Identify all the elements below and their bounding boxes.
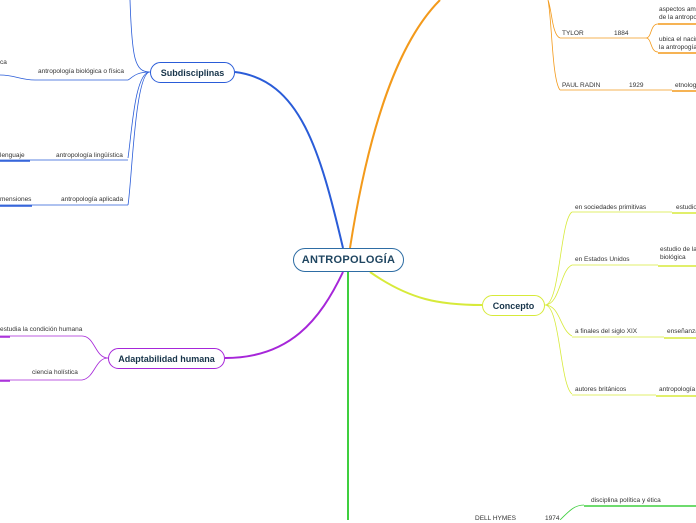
connector-sub-leaves xyxy=(0,74,57,206)
sub-item-linguistica[interactable]: antropología lingüística xyxy=(56,152,123,159)
concepto-item-eeuu[interactable]: en Estados Unidos xyxy=(575,256,630,263)
sub-item-aplicada[interactable]: antropología aplicada xyxy=(61,196,124,203)
connector-tylor-notes xyxy=(645,23,659,53)
adapt-item-holistica[interactable]: ciencia holística xyxy=(32,369,78,376)
historia-note-3[interactable]: etnolog xyxy=(675,82,696,89)
concepto-leaf-4[interactable]: antropología xyxy=(659,386,696,393)
subdisciplinas-label: Subdisciplinas xyxy=(160,67,225,78)
historia-note-1[interactable]: aspectos am de la antropo xyxy=(659,6,696,21)
central-node[interactable]: ANTROPOLOGÍA xyxy=(293,248,404,272)
concepto-node[interactable]: Concepto xyxy=(482,295,545,316)
concepto-leaf-1[interactable]: estudio xyxy=(676,204,696,211)
historia-author-radin[interactable]: PAUL RADIN xyxy=(562,82,601,89)
adapt-item-condicion[interactable]: estudia la condición humana xyxy=(0,326,83,333)
concepto-item-sigloxix[interactable]: a finales del siglo XIX xyxy=(575,328,638,335)
connector-historia-items xyxy=(547,0,561,91)
historia-year-tylor: 1884 xyxy=(614,30,629,37)
adaptabilidad-node[interactable]: Adaptabilidad humana xyxy=(108,348,225,369)
bottom-note[interactable]: disciplina política y ética xyxy=(591,497,661,504)
concepto-item-britanicos[interactable]: autores británicos xyxy=(575,386,627,393)
central-node-label: ANTROPOLOGÍA xyxy=(301,254,396,266)
bottom-author[interactable]: DELL HYMES xyxy=(475,515,516,522)
historia-author-tylor[interactable]: TYLOR xyxy=(562,30,584,37)
historia-year-radin: 1929 xyxy=(629,82,644,89)
bottom-year: 1974 xyxy=(545,515,560,522)
sub-leaf-ca[interactable]: ca xyxy=(0,59,7,66)
connector-center-concepto xyxy=(369,271,483,306)
connector-subdisciplinas-items xyxy=(127,0,151,206)
concepto-leaf-2[interactable]: estudio de la biológica xyxy=(660,246,696,261)
connector-center-historia xyxy=(349,0,441,249)
connector-center-adaptabilidad xyxy=(224,271,344,359)
connector-adaptabilidad-items xyxy=(81,335,109,381)
connector-concepto-items xyxy=(544,211,573,395)
connector-center-subdisciplinas xyxy=(234,71,344,249)
sub-item-biologica[interactable]: antropología biológica o física xyxy=(38,68,125,75)
concepto-item-primitivas[interactable]: en sociedades primitivas xyxy=(575,204,647,211)
sub-leaf-lenguaje[interactable]: lenguaje xyxy=(0,152,25,159)
adaptabilidad-label: Adaptabilidad humana xyxy=(118,353,215,364)
concepto-label: Concepto xyxy=(492,300,535,311)
sub-leaf-mensiones[interactable]: mensiones xyxy=(0,196,32,203)
connector-bottom-note xyxy=(559,504,585,520)
subdisciplinas-node[interactable]: Subdisciplinas xyxy=(150,62,235,83)
concepto-leaf-3[interactable]: enseñanza xyxy=(667,328,696,335)
historia-note-2[interactable]: ubica el nacin la antropogía xyxy=(659,36,696,51)
